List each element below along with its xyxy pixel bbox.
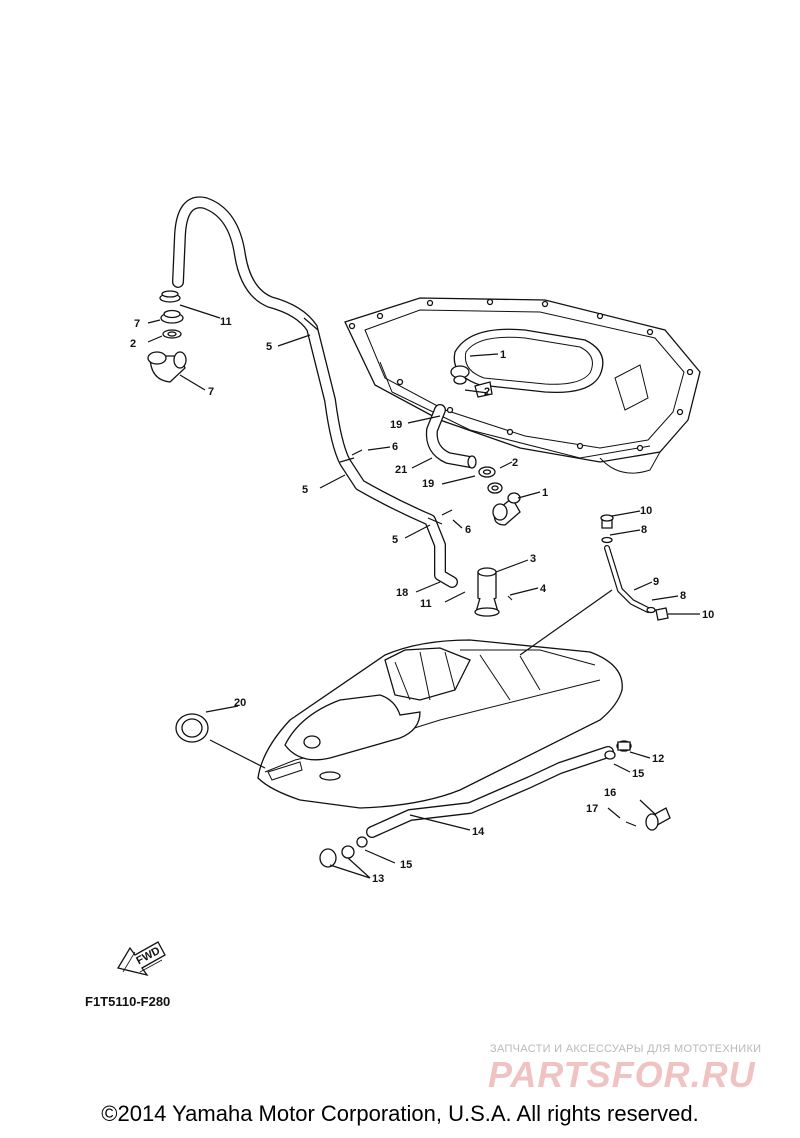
callout-11b: 11 <box>420 598 432 610</box>
callout-2c: 2 <box>512 457 518 469</box>
vent-hose <box>172 196 458 588</box>
callout-labels: 1 1 2 2 2 3 4 5 5 5 6 6 7 7 8 8 9 10 10 … <box>130 316 714 885</box>
diagram-code: F1T5110-F280 <box>85 994 171 1009</box>
screw-6b <box>441 509 453 516</box>
callout-19b: 19 <box>422 478 434 490</box>
filter-assembly <box>474 567 513 617</box>
callout-21: 21 <box>395 464 407 476</box>
callout-6b: 6 <box>465 524 471 536</box>
callout-1a: 1 <box>500 349 506 361</box>
callout-7b: 7 <box>208 386 214 398</box>
tray-bolts <box>348 298 694 452</box>
callout-2a: 2 <box>130 338 136 350</box>
callout-10a: 10 <box>640 505 652 517</box>
callout-1b: 1 <box>542 487 548 499</box>
leader-lines <box>147 304 700 879</box>
callout-4: 4 <box>540 583 547 595</box>
callout-17: 17 <box>586 803 598 815</box>
lower-parts <box>175 713 671 868</box>
drain-line-group <box>600 514 669 621</box>
callout-10b: 10 <box>702 609 714 621</box>
callout-11a: 11 <box>220 316 232 328</box>
callout-19a: 19 <box>390 419 402 431</box>
callout-2b: 2 <box>484 386 490 398</box>
boat-hull <box>257 639 623 809</box>
callout-9: 9 <box>653 576 659 588</box>
callout-8a: 8 <box>641 524 647 536</box>
callout-5c: 5 <box>392 534 398 546</box>
callout-15a: 15 <box>632 768 644 780</box>
callout-14: 14 <box>472 826 485 838</box>
right-fitting-group <box>467 455 521 526</box>
short-hose <box>425 404 476 468</box>
callout-8b: 8 <box>680 590 686 602</box>
watermark-brand: PARTSFOR.RU <box>488 1054 756 1095</box>
left-fitting-group <box>147 290 187 383</box>
callout-12: 12 <box>652 753 664 765</box>
callout-3: 3 <box>530 553 536 565</box>
screw-6a <box>351 449 363 456</box>
callout-6a: 6 <box>392 441 398 453</box>
callout-15b: 15 <box>400 859 412 871</box>
callout-16: 16 <box>604 787 616 799</box>
callout-20: 20 <box>234 697 246 709</box>
fwd-arrow: FWD <box>116 941 166 977</box>
watermark-tagline: ЗАПЧАСТИ И АКСЕССУАРЫ ДЛЯ МОТОТЕХНИКИ <box>490 1043 762 1055</box>
callout-5a: 5 <box>266 341 272 353</box>
copyright-notice: ©2014 Yamaha Motor Corporation, U.S.A. A… <box>101 1101 699 1126</box>
engine-tray <box>344 297 701 474</box>
callout-18: 18 <box>396 587 408 599</box>
callout-5b: 5 <box>302 484 308 496</box>
callout-7a: 7 <box>134 318 140 330</box>
callout-13: 13 <box>372 873 384 885</box>
